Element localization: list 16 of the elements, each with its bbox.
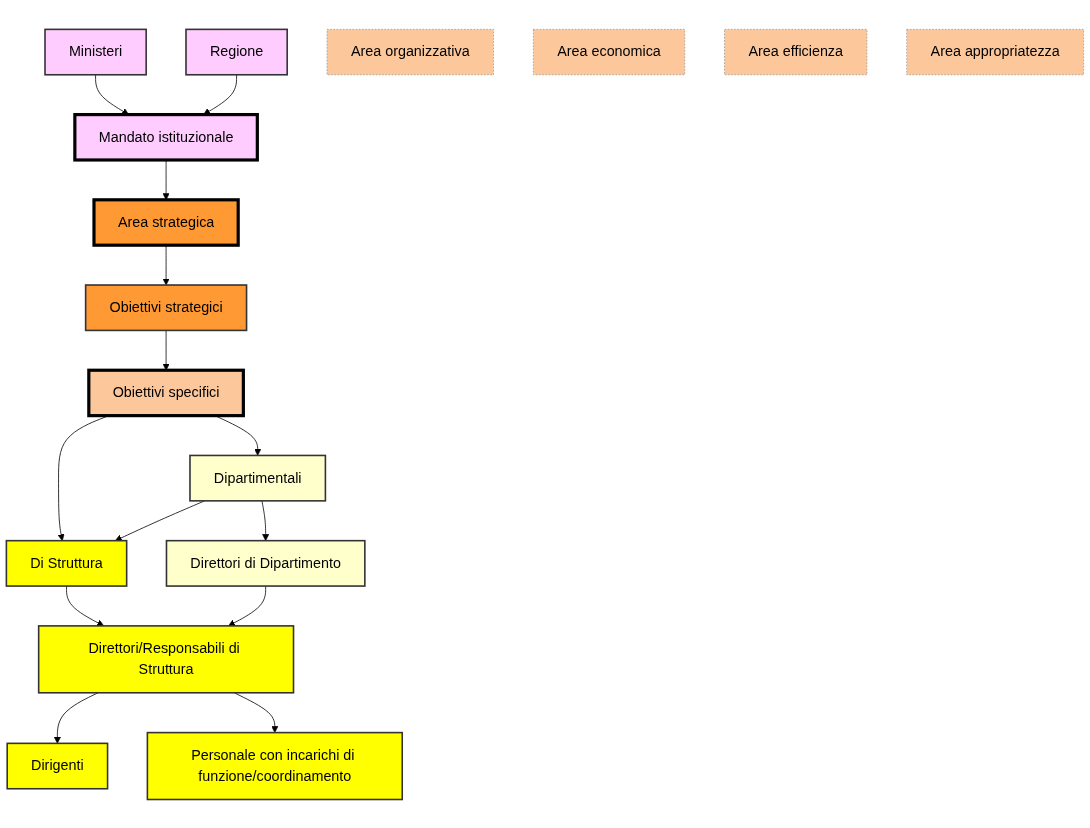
- node-box: Area organizzativa: [326, 28, 494, 75]
- node-box: Direttori di Dipartimento: [165, 539, 366, 587]
- node-box: Area strategica: [92, 197, 240, 247]
- node-box: Area economica: [532, 28, 686, 75]
- node-box: Area efficienza: [724, 28, 868, 75]
- node-box: Dirigenti: [6, 742, 109, 790]
- node-box: Dipartimentali: [189, 454, 327, 502]
- node-box: Ministeri: [44, 28, 147, 76]
- node-box: Obiettivi strategici: [84, 283, 248, 331]
- node-box: Regione: [185, 28, 288, 76]
- node-box: Mandato istituzionale: [73, 112, 259, 162]
- node-box: Area appropriatezza: [906, 28, 1084, 75]
- node-box: Obiettivi specifici: [87, 368, 245, 417]
- node-box: Direttori/Responsabili di Struttura: [37, 624, 295, 694]
- node-box: Personale con incarichi di funzione/coordinamento: [146, 731, 404, 800]
- node-box: Di Struttura: [5, 539, 128, 587]
